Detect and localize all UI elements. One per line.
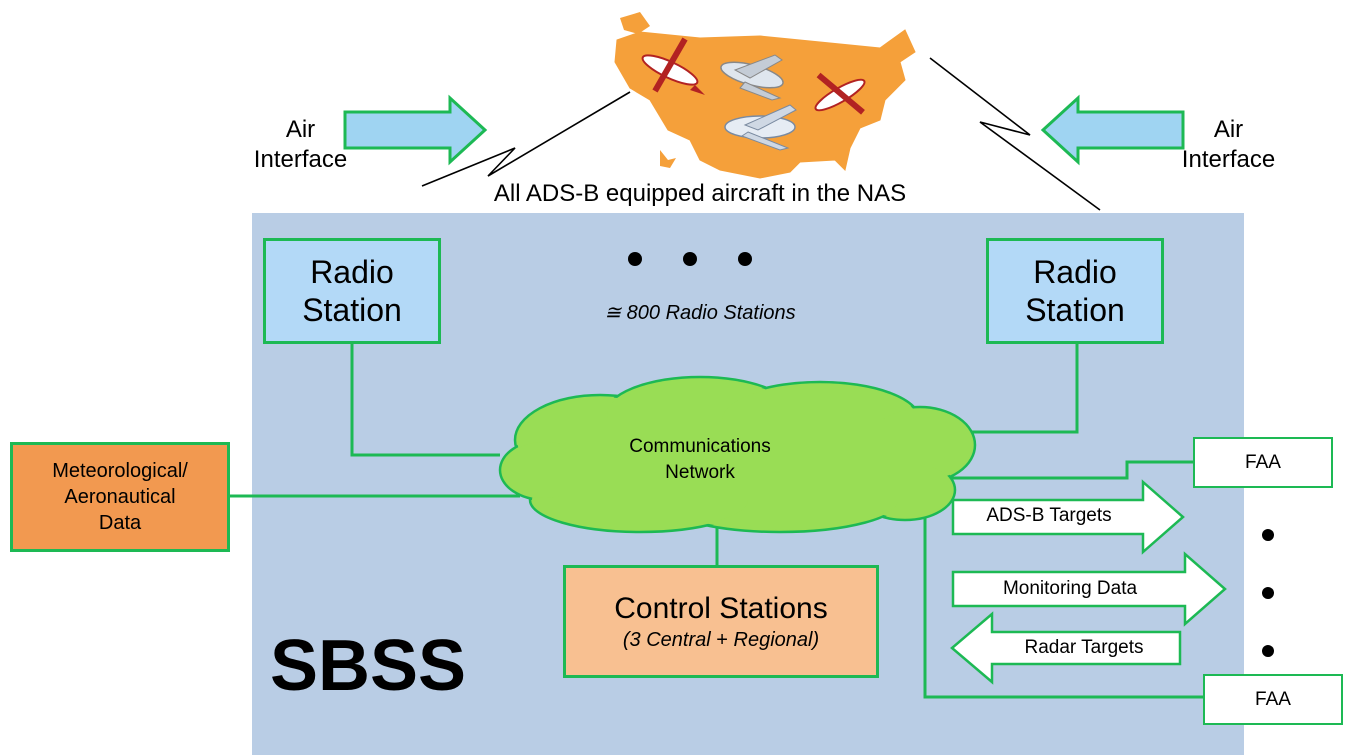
air-arrow-left-icon [1040,94,1185,166]
adsb-targets-arrow-icon [951,479,1185,555]
radio-stations-count: ≅ 800 Radio Stations [604,302,796,324]
link-radio-left [350,343,500,457]
wireless-link-right [929,57,1101,211]
usa-map-icon [614,12,916,179]
air-interface-right-label: Air Interface [1181,116,1276,173]
network-label: Communications Network [629,436,771,483]
control-sub-plus: + [710,628,734,651]
link-faa-bottom [923,495,1205,699]
link-radio-right [970,343,1079,434]
ellipsis-dots-icon [628,252,752,266]
ellipsis-dots-icon [1262,529,1274,657]
faa-bottom-box: FAA [1203,674,1343,725]
airplane-icon [720,54,784,101]
airplane-icon [814,72,866,115]
air-interface-left-label: Air Interface [253,116,348,173]
control-stations-box: Control Stations (3 Central + Regional) [563,565,879,678]
monitoring-data-label: Monitoring Data [1002,578,1138,599]
met-data-box: Meteorological/ Aeronautical Data [10,442,230,552]
radar-targets-arrow-icon [950,611,1182,685]
radio-station-left: Radio Station [263,238,441,344]
wireless-link-left [421,91,631,187]
air-arrow-right-icon [343,94,488,166]
control-sub-right: Regional) [733,628,820,651]
nas-caption: All ADS-B equipped aircraft in the NAS [493,180,907,207]
control-sub-left: (3 Central [622,628,711,651]
monitoring-data-arrow-icon [951,551,1227,627]
faa-top-box: FAA [1193,437,1333,488]
link-faa-top [935,460,1194,480]
radar-targets-label: Radar Targets [1024,637,1144,658]
control-title: Control Stations [614,591,828,625]
sbss-label: SBSS [270,626,467,706]
adsb-targets-label: ADS-B Targets [986,505,1112,526]
airplane-icon [724,104,797,151]
airplane-icon [641,37,705,95]
radio-station-right: Radio Station [986,238,1164,344]
